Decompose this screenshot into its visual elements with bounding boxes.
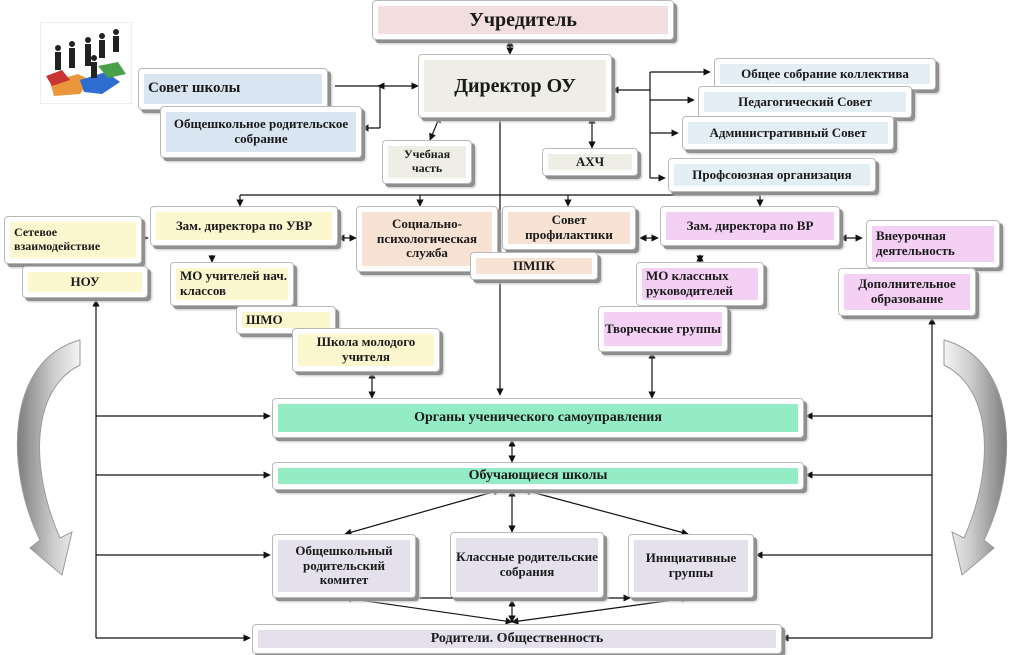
admin-council-box: Административный Совет bbox=[682, 116, 894, 150]
nou-box: НОУ bbox=[22, 266, 148, 298]
mo-class-box: МО классных руководителей bbox=[636, 262, 764, 306]
study-part-label: Учебная часть bbox=[388, 146, 466, 178]
mo-primary-label: МО учителей нач. классов bbox=[176, 268, 288, 300]
deputy-uvr-label: Зам. директора по УВР bbox=[156, 212, 332, 240]
deputy-uvr-box: Зам. директора по УВР bbox=[150, 206, 338, 246]
creative-label: Творческие группы bbox=[604, 312, 722, 346]
pmpk-label: ПМПК bbox=[476, 258, 592, 274]
class-meetings-label: Классные родительские собрания bbox=[456, 538, 598, 592]
parent-meeting-label: Общешкольное родительское собрание bbox=[166, 112, 356, 152]
left-cycle-arrow bbox=[16, 339, 81, 576]
additional-edu-label: Дополнительное образование bbox=[844, 274, 970, 310]
union-box: Профсоюзная организация bbox=[668, 158, 876, 192]
director-label: Директор ОУ bbox=[424, 60, 606, 112]
nou-label: НОУ bbox=[28, 272, 142, 292]
students-label: Обучающиеся школы bbox=[278, 468, 798, 484]
public-label: Родители. Общественность bbox=[258, 630, 776, 648]
parent-meeting-box: Общешкольное родительское собрание bbox=[160, 106, 362, 158]
extracurricular-box: Внеурочная деятельность bbox=[866, 220, 1000, 268]
prevention-box: Совет профилактики bbox=[502, 206, 636, 250]
union-label: Профсоюзная организация bbox=[674, 164, 870, 186]
admin-council-label: Административный Совет bbox=[688, 122, 888, 144]
school-council-box: Совет школы bbox=[138, 68, 328, 110]
prevention-label: Совет профилактики bbox=[508, 212, 630, 244]
study-part-box: Учебная часть bbox=[382, 140, 472, 184]
ped-council-label: Педагогический Совет bbox=[704, 92, 906, 112]
right-cycle-arrow bbox=[943, 339, 1008, 576]
deputy-vr-label: Зам. директора по ВР bbox=[666, 212, 834, 240]
network-box: Сетевое взаимодействие bbox=[4, 216, 142, 264]
ahch-box: АХЧ bbox=[542, 148, 638, 176]
self-government-box: Органы ученического самоуправления bbox=[272, 398, 804, 438]
additional-edu-box: Дополнительное образование bbox=[838, 268, 976, 316]
class-meetings-box: Классные родительские собрания bbox=[450, 532, 604, 598]
self-government-label: Органы ученического самоуправления bbox=[278, 404, 798, 432]
ped-council-box: Педагогический Совет bbox=[698, 86, 912, 118]
founder-label: Учредитель bbox=[378, 6, 668, 34]
shmo-label: ШМО bbox=[242, 312, 330, 328]
initiative-box: Инициативные группы bbox=[628, 534, 754, 598]
general-meeting-label: Общее собрание коллектива bbox=[720, 64, 930, 84]
students-box: Обучающиеся школы bbox=[272, 462, 804, 490]
public-box: Родители. Общественность bbox=[252, 624, 782, 654]
director-box: Директор ОУ bbox=[418, 54, 612, 118]
creative-box: Творческие группы bbox=[598, 306, 728, 352]
parent-committee-label: Общешкольный родительский комитет bbox=[278, 540, 410, 592]
general-meeting-box: Общее собрание коллектива bbox=[714, 58, 936, 90]
mo-primary-box: МО учителей нач. классов bbox=[170, 262, 294, 306]
parent-committee-box: Общешкольный родительский комитет bbox=[272, 534, 416, 598]
deputy-vr-box: Зам. директора по ВР bbox=[660, 206, 840, 246]
people-puzzle-picture bbox=[40, 22, 132, 104]
network-label: Сетевое взаимодействие bbox=[10, 222, 136, 258]
initiative-label: Инициативные группы bbox=[634, 540, 748, 592]
school-council-label: Совет школы bbox=[144, 74, 322, 104]
young-teacher-box: Школа молодого учителя bbox=[292, 328, 440, 372]
ahch-label: АХЧ bbox=[548, 154, 632, 170]
young-teacher-label: Школа молодого учителя bbox=[298, 334, 434, 366]
mo-class-label: МО классных руководителей bbox=[642, 268, 758, 300]
founder-box: Учредитель bbox=[372, 0, 674, 40]
pmpk-box: ПМПК bbox=[470, 252, 598, 280]
extracurricular-label: Внеурочная деятельность bbox=[872, 226, 994, 262]
